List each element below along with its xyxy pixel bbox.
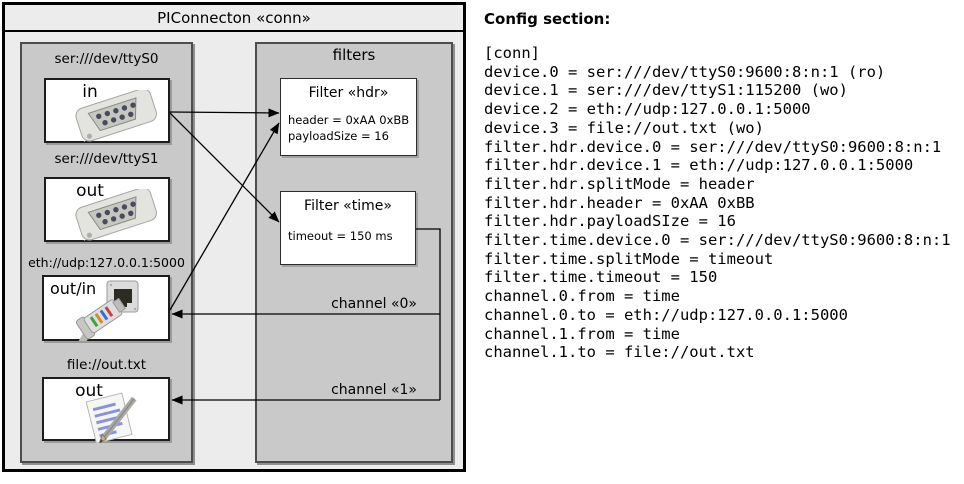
device-direction-label: out [76, 181, 104, 201]
serial-connector-icon [71, 189, 157, 241]
channel-1-label: channel «1» [331, 382, 417, 398]
filter-title: Filter «time» [304, 198, 392, 214]
device-direction-label: in [82, 82, 98, 102]
config-heading: Config section: [484, 10, 611, 28]
device-uri-label: ser:///dev/ttyS1 [54, 151, 159, 167]
device-direction-label: out [75, 381, 103, 401]
filter-title: Filter «hdr» [308, 85, 389, 101]
filter-box-hdr: Filter «hdr» header = 0xAA 0xBB payloadS… [280, 78, 417, 156]
diagram-title: PIConnecton «conn» [5, 5, 463, 32]
device-uri-label: eth://udp:127.0.0.1:5000 [28, 255, 185, 270]
device-box-ttyS1: out [44, 177, 170, 242]
device-box-ttyS0: in [44, 78, 170, 143]
device-uri-label: file://out.txt [66, 357, 147, 373]
config-text: [conn] device.0 = ser:///dev/ttyS0:9600:… [484, 44, 951, 362]
filter-attributes: timeout = 150 ms [288, 229, 393, 243]
device-uri-label: ser:///dev/ttyS0 [54, 51, 159, 67]
device-box-file: out [42, 377, 170, 443]
ethernet-plug-icon [72, 297, 127, 341]
filter-attributes: header = 0xAA 0xBB payloadSize = 16 [288, 113, 410, 143]
device-direction-label: out/in [50, 279, 97, 298]
serial-connector-icon [71, 90, 157, 142]
filters-panel-title: filters [332, 46, 376, 64]
notepad-icon [85, 392, 137, 443]
filter-box-time: Filter «time» timeout = 150 ms [280, 191, 416, 265]
pencil-icon [98, 396, 137, 443]
channel-0-label: channel «0» [331, 296, 417, 312]
device-box-eth: out/in [42, 275, 170, 341]
